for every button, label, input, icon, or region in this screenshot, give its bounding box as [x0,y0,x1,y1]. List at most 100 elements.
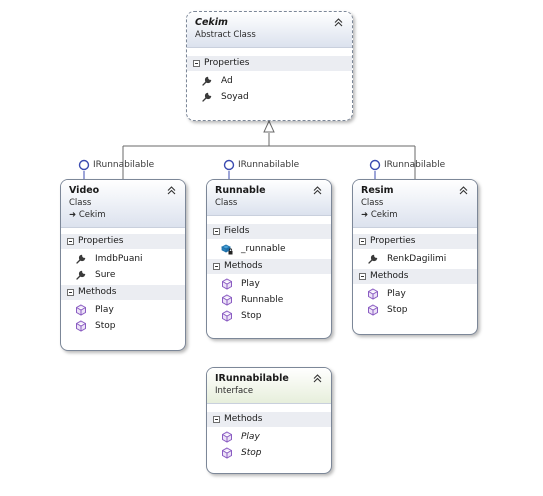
collapse-minus-icon[interactable] [213,416,220,423]
collapse-minus-icon[interactable] [359,273,366,280]
member-name: Stop [95,321,116,331]
member-name: Stop [241,311,262,321]
lollipop-runnable [223,159,235,180]
section-label: Methods [370,271,409,281]
inheritance-connector [122,133,416,180]
wrench-icon [201,75,213,87]
lollipop-resim [369,159,381,180]
member-property[interactable]: ImdbPuani [61,251,185,267]
class-box-video[interactable]: Video Class ➜ Cekim Properties ImdbPuani [60,179,186,351]
section-methods[interactable]: Methods [207,412,331,427]
method-cube-icon [221,294,233,306]
member-name: _runnable [241,244,286,254]
class-box-cekim[interactable]: Cekim Abstract Class Properties Ad Soy [186,11,353,121]
inherits-arrow-icon: ➜ [69,210,77,220]
wrench-icon [75,253,87,265]
wrench-icon [75,269,87,281]
lollipop-video [78,159,90,180]
method-cube-icon [75,304,87,316]
member-property[interactable]: Soyad [187,89,352,105]
collapse-minus-icon[interactable] [193,60,200,67]
member-property[interactable]: Ad [187,73,352,89]
section-properties[interactable]: Properties [61,234,185,249]
member-name: RenkDagilimi [387,254,447,264]
class-name: Runnable [215,185,266,196]
member-method[interactable]: Play [207,429,331,445]
lollipop-label-resim: IRunnabilable [384,160,446,170]
collapse-minus-icon[interactable] [67,289,74,296]
collapse-chevron-icon[interactable] [333,17,346,30]
collapse-minus-icon[interactable] [359,238,366,245]
section-methods[interactable]: Methods [353,269,477,284]
class-kind: Abstract Class [195,30,256,40]
section-properties[interactable]: Properties [187,56,352,71]
method-cube-icon [367,288,379,300]
collapse-minus-icon[interactable] [213,228,220,235]
member-name: Ad [221,76,233,86]
interface-header: IRunnabilable Interface [207,368,331,404]
member-name: Play [387,289,406,299]
member-method[interactable]: Runnable [207,292,331,308]
method-cube-icon [221,431,233,443]
method-cube-icon [221,310,233,322]
method-cube-icon [221,447,233,459]
parent-name: Cekim [370,210,398,220]
parent-name: Cekim [78,210,106,220]
interface-name: IRunnabilable [215,373,289,384]
member-name: ImdbPuani [95,254,143,264]
member-method[interactable]: Play [61,302,185,318]
interface-box-irunnabilable[interactable]: IRunnabilable Interface Methods Play S [206,367,332,474]
class-header: Runnable Class [207,180,331,216]
member-property[interactable]: RenkDagilimi [353,251,477,267]
class-header: Video Class ➜ Cekim [61,180,185,228]
collapse-chevron-icon[interactable] [312,373,325,386]
member-name: Stop [241,448,262,458]
class-kind: Class [215,198,238,208]
section-label: Properties [204,58,250,68]
member-method[interactable]: Play [353,286,477,302]
section-fields[interactable]: Fields [207,224,331,239]
class-box-runnable[interactable]: Runnable Class Fields _runnable Methods [206,179,332,339]
collapse-chevron-icon[interactable] [166,185,179,198]
section-methods[interactable]: Methods [207,259,331,274]
section-label: Methods [224,414,263,424]
class-name: Cekim [195,17,228,28]
collapse-minus-icon[interactable] [67,238,74,245]
class-parent: ➜ Cekim [361,209,469,221]
section-properties[interactable]: Properties [353,234,477,249]
interface-kind: Interface [215,386,254,396]
member-name: Stop [387,305,408,315]
member-method[interactable]: Stop [207,445,331,461]
member-method[interactable]: Play [207,276,331,292]
member-name: Play [95,305,114,315]
member-name: Play [241,432,260,442]
collapse-minus-icon[interactable] [213,263,220,270]
member-name: Soyad [221,92,249,102]
lollipop-label-video: IRunnabilable [93,160,155,170]
member-method[interactable]: Stop [353,302,477,318]
method-cube-icon [221,278,233,290]
section-label: Properties [78,236,124,246]
member-name: Sure [95,270,116,280]
inheritance-arrowhead [263,119,275,133]
class-kind: Class [69,198,92,208]
member-name: Runnable [241,295,284,305]
member-name: Play [241,279,260,289]
class-name: Resim [361,185,394,196]
class-parent: ➜ Cekim [69,209,177,221]
section-label: Methods [224,261,263,271]
member-property[interactable]: Sure [61,267,185,283]
member-field[interactable]: _runnable [207,241,331,257]
member-method[interactable]: Stop [61,318,185,334]
class-box-resim[interactable]: Resim Class ➜ Cekim Properties RenkDagil… [352,179,478,335]
method-cube-icon [75,320,87,332]
collapse-chevron-icon[interactable] [458,185,471,198]
collapse-chevron-icon[interactable] [312,185,325,198]
section-methods[interactable]: Methods [61,285,185,300]
class-kind: Class [361,198,384,208]
member-method[interactable]: Stop [207,308,331,324]
method-cube-icon [367,304,379,316]
class-name: Video [69,185,100,196]
